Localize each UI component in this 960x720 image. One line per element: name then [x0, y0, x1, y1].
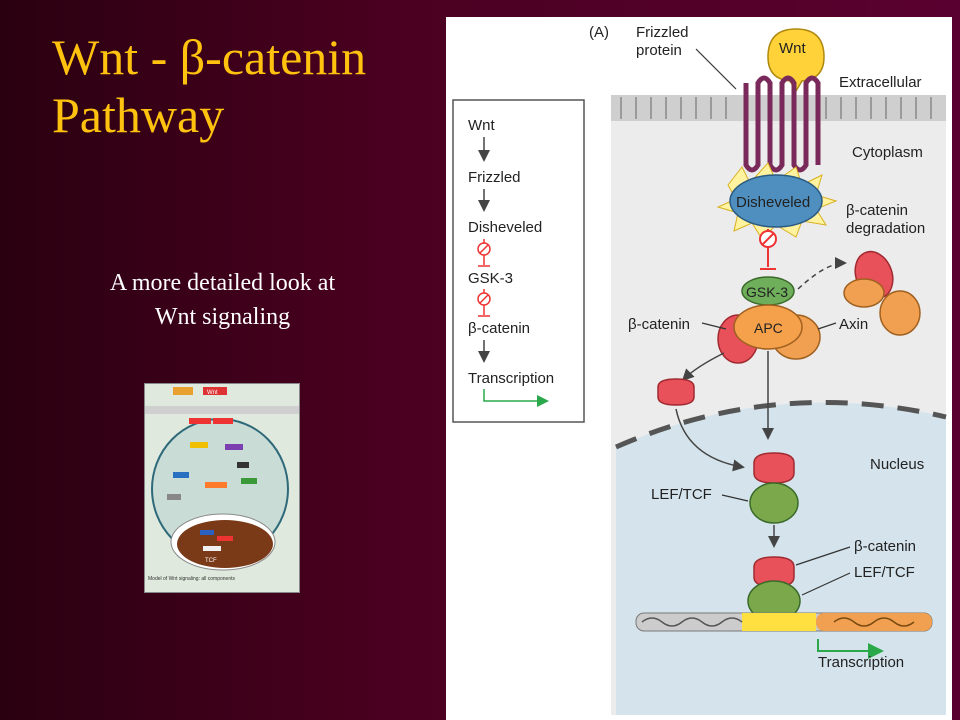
thumb-footer: Model of Wnt signaling: all components — [148, 576, 235, 582]
summary-step-disheveled: Disheveled — [468, 219, 542, 236]
transcription-arrow — [817, 639, 884, 659]
summary-step-wnt: Wnt — [468, 117, 496, 134]
cytoplasm-label: Cytoplasm — [852, 144, 923, 161]
degraded-catenin-3 — [879, 290, 921, 336]
disheveled-label: Disheveled — [736, 194, 810, 211]
slide-title-line-2: Pathway — [52, 87, 225, 143]
degradation-label-2: degradation — [846, 220, 925, 237]
lef-tcf-left-label: LEF/TCF — [651, 486, 712, 503]
lef-tcf-protein-1 — [749, 482, 799, 524]
nuclear-catenin — [753, 452, 795, 484]
wnt-model-thumbnail: Wnt TCF Model of Wnt signaling: all comp… — [144, 383, 300, 593]
cell-membrane — [611, 95, 946, 121]
summary-step-beta-catenin: β-catenin — [468, 320, 530, 337]
degradation-label-1: β-catenin — [846, 202, 908, 219]
frizzled-label-2: protein — [636, 42, 682, 59]
frizzled-receptor — [743, 75, 821, 173]
caption: A more detailed look at Wnt signaling — [109, 270, 336, 330]
disheveled-protein — [729, 174, 823, 228]
free-catenin — [657, 378, 695, 406]
extracellular-label: Extracellular — [839, 74, 922, 91]
transcription-label: Transcription — [818, 654, 904, 671]
summary-step-transcription: Transcription — [468, 370, 554, 387]
thumbnail-diagram: Wnt TCF Model of Wnt signaling: all comp… — [145, 384, 299, 592]
summary-step-frizzled: Frizzled — [468, 169, 521, 186]
nuclear-envelope — [614, 399, 947, 450]
pathway-diagram: (A) Frizzled protein Wnt Extracellular C… — [452, 24, 947, 715]
nucleus-label: Nucleus — [870, 456, 924, 473]
thumb-label-wnt: Wnt — [207, 390, 218, 396]
summary-box — [452, 99, 585, 423]
beta-catenin-left-label: β-catenin — [628, 316, 690, 333]
axin-label: Axin — [839, 316, 868, 333]
beta-catenin-right-label: β-catenin — [854, 538, 916, 555]
wnt-ligand — [767, 28, 825, 93]
panel-label: (A) — [589, 24, 609, 41]
frizzled-label-1: Frizzled — [636, 24, 689, 41]
lef-tcf-right-label: LEF/TCF — [854, 564, 915, 581]
summary-transcription-arrow — [483, 389, 549, 407]
thumb-label-tcf: TCF — [205, 558, 217, 564]
apc-protein — [733, 304, 803, 350]
promoter-region — [742, 613, 816, 631]
gsk3-label: GSK-3 — [746, 284, 788, 300]
wnt-label: Wnt — [779, 40, 807, 57]
pathway-figure: (A) Frizzled protein Wnt Extracellular C… — [446, 17, 952, 720]
slide-title-line-1: Wnt - β-catenin — [52, 29, 367, 85]
apc-label: APC — [754, 320, 783, 336]
summary-step-gsk3: GSK-3 — [468, 270, 513, 287]
slide-title: Wnt - β-catenin Pathway — [52, 28, 432, 144]
degraded-catenin-2 — [843, 278, 885, 308]
